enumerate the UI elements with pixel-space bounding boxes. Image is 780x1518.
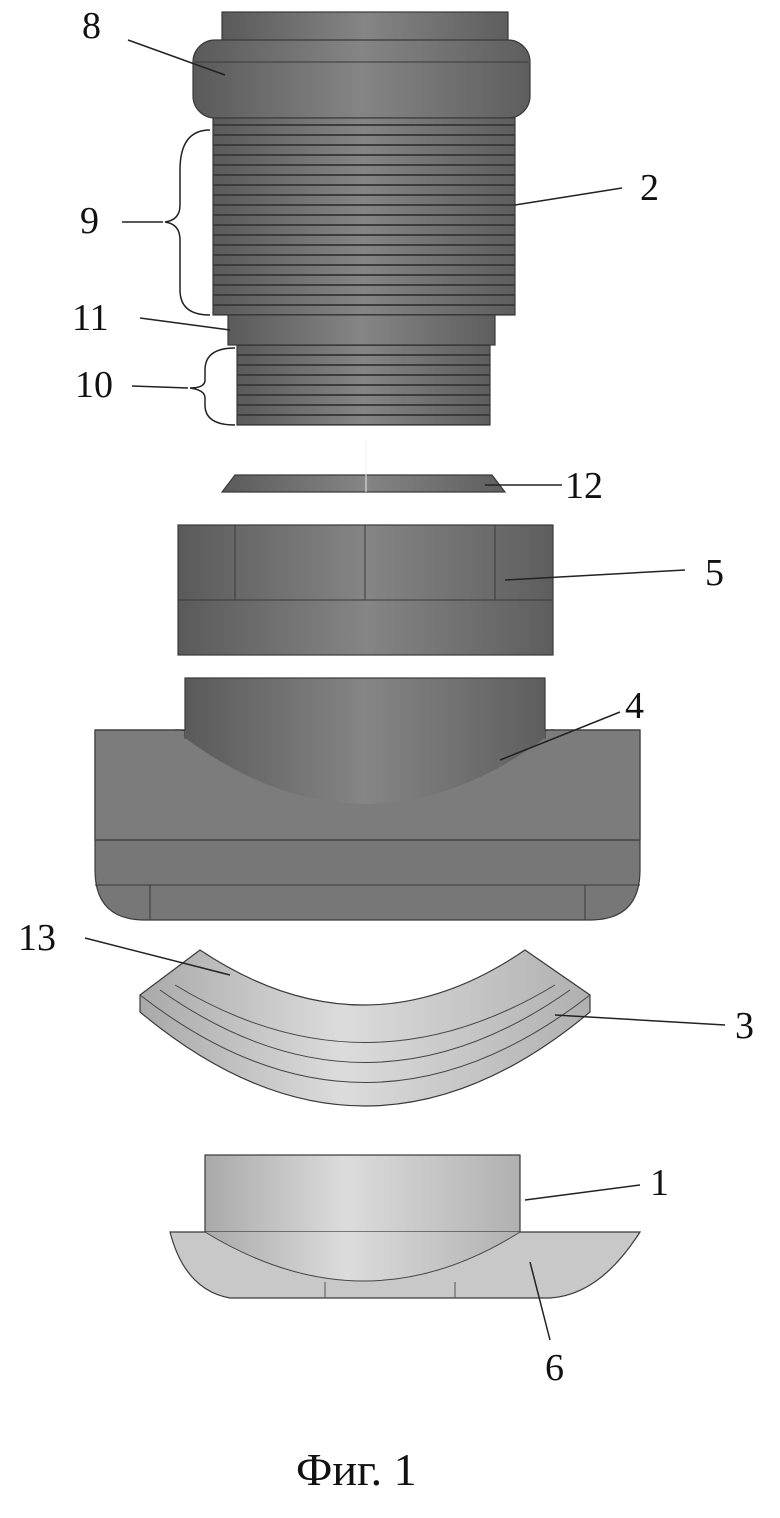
label-5: 5: [705, 552, 724, 594]
part-8-collar: [193, 40, 530, 118]
part-3-gasket: [140, 950, 590, 1106]
part-5-nut: [178, 525, 553, 655]
part-4-saddle-body: [95, 678, 640, 920]
part-2-fitting-body: [193, 12, 530, 425]
part-12-washer: [222, 475, 505, 492]
label-1: 1: [650, 1162, 669, 1204]
label-3: 3: [735, 1005, 754, 1047]
label-4: 4: [625, 685, 644, 727]
part-1-insert: [170, 1155, 640, 1298]
label-13: 13: [18, 917, 56, 959]
label-2: 2: [640, 167, 659, 209]
label-11: 11: [72, 297, 109, 339]
label-9: 9: [80, 200, 99, 242]
label-8: 8: [82, 5, 101, 47]
label-12: 12: [565, 465, 603, 507]
label-10: 10: [75, 364, 113, 406]
figure-caption: Фиг. 1: [296, 1444, 417, 1495]
part-11-neck: [228, 315, 495, 345]
label-6: 6: [545, 1347, 564, 1389]
